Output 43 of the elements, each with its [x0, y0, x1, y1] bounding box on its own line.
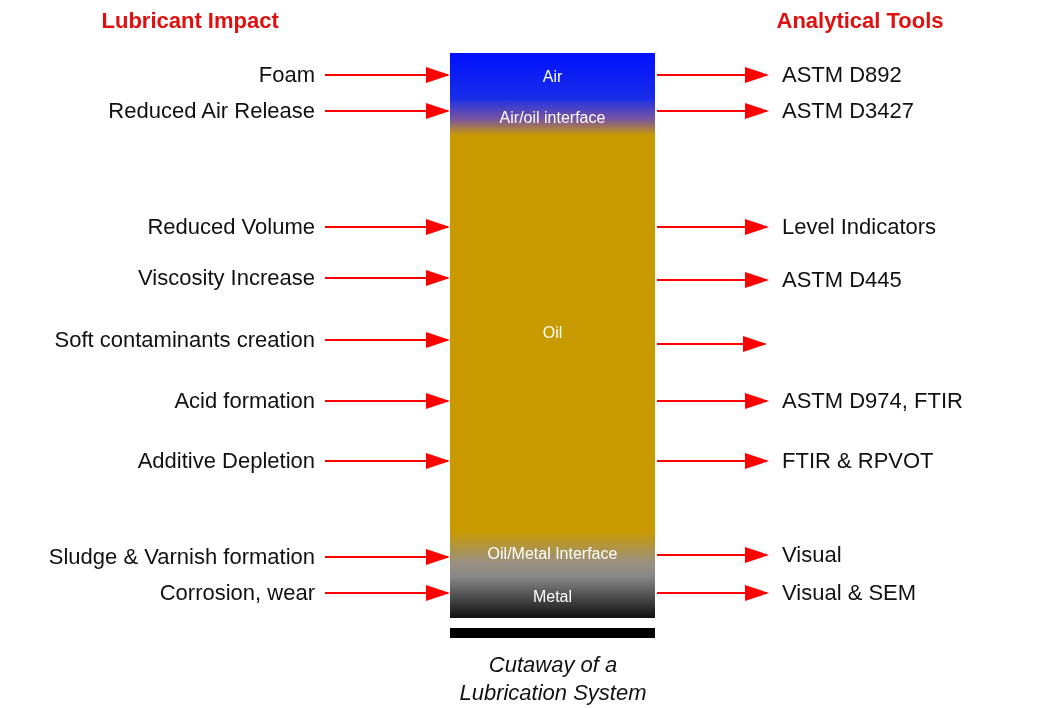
- test-method-label: Level Indicators: [782, 214, 937, 240]
- arrow: [324, 270, 450, 286]
- arrow: [656, 585, 769, 601]
- impact-label: Corrosion, wear: [159, 580, 315, 606]
- impact-label: Foam: [258, 62, 315, 88]
- arrow: [656, 103, 769, 119]
- impact-label: Reduced Air Release: [108, 98, 315, 124]
- oil-metal-interface-layer: Oil/Metal Interface: [450, 531, 655, 576]
- test-method-label: ASTM D3427: [782, 98, 915, 124]
- arrow: [324, 585, 450, 601]
- metal-layer: Metal: [450, 576, 655, 618]
- arrow: [656, 219, 769, 235]
- arrow: [656, 393, 769, 409]
- arrow: [656, 67, 769, 83]
- column-heading: Lubricant Impact: [101, 8, 279, 34]
- arrow: [324, 219, 450, 235]
- impact-label: Soft contaminants creation: [54, 327, 315, 353]
- impact-label: Acid formation: [174, 388, 315, 414]
- arrow: [656, 336, 767, 352]
- arrow: [324, 549, 450, 565]
- arrow: [324, 332, 450, 348]
- test-method-label: ASTM D892: [782, 62, 902, 88]
- impact-label: Sludge & Varnish formation: [48, 544, 315, 570]
- arrow: [656, 272, 769, 288]
- arrow: [324, 453, 450, 469]
- test-method-label: Visual: [782, 542, 842, 568]
- arrow: [324, 393, 450, 409]
- arrow: [324, 67, 450, 83]
- air-layer: Air: [450, 53, 655, 100]
- test-method-label: Visual & SEM: [782, 580, 917, 606]
- test-method-label: ASTM D974, FTIR: [782, 388, 963, 414]
- test-method-label: ASTM D445: [782, 267, 902, 293]
- arrow: [656, 547, 769, 563]
- impact-label: Viscosity Increase: [138, 265, 315, 291]
- arrow: [656, 453, 769, 469]
- air-oil-interface-layer: Air/oil interface: [450, 100, 655, 135]
- impact-label: Reduced Volume: [147, 214, 315, 240]
- impact-label: Additive Depletion: [137, 448, 315, 474]
- test-method-label: FTIR & RPVOT: [782, 448, 934, 474]
- caption: Cutaway of a Lubrication System: [458, 651, 648, 707]
- oil-layer: Oil: [450, 135, 655, 531]
- column-heading: Analytical Tools: [776, 8, 944, 34]
- arrow: [324, 103, 450, 119]
